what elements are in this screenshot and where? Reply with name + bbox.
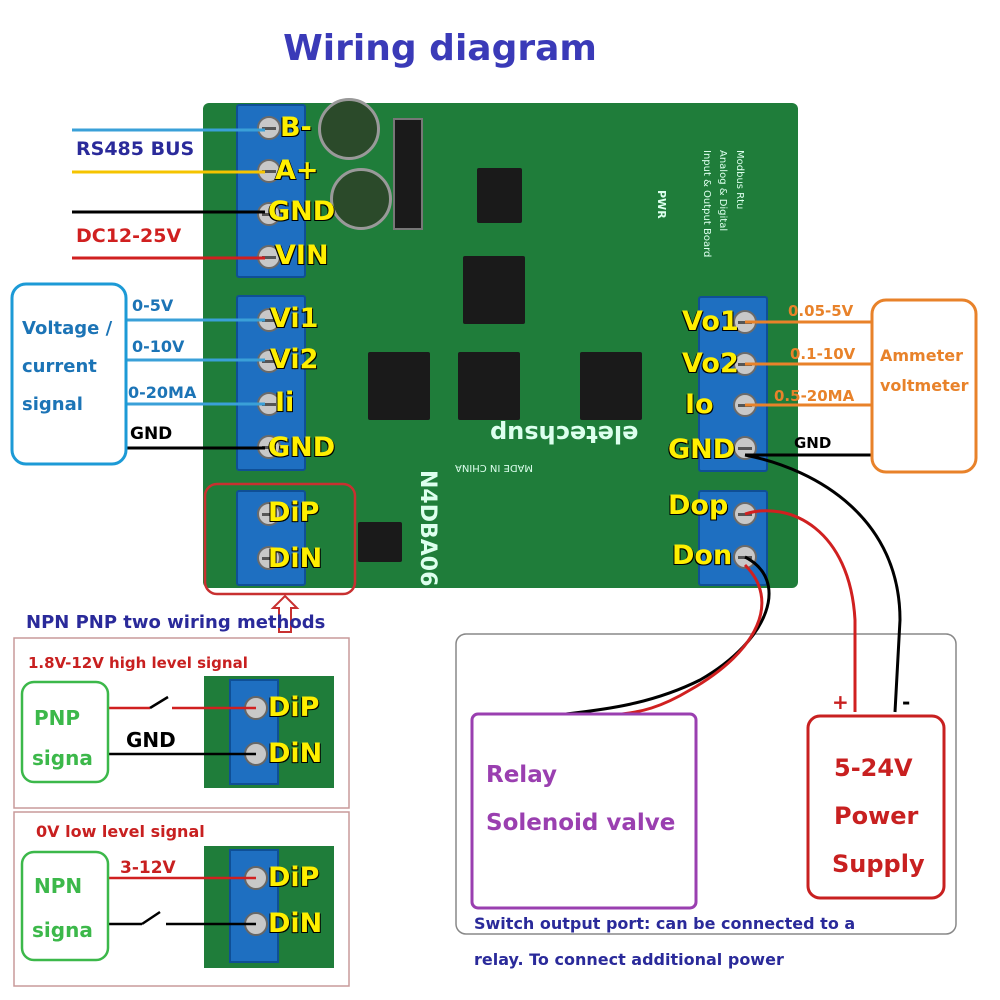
ic-chip-1 [477,168,522,223]
pin-label-gnd-power: GND [268,196,336,227]
pin-label-ii: Ii [275,387,295,418]
pin-label-don: Don [672,540,733,571]
wire-power-black [744,453,902,713]
screw-din [257,546,281,570]
pin-label-vi1: Vi1 [270,303,319,334]
up-arrow [270,594,300,633]
pnp-gnd-label: GND [126,728,176,752]
screw-dip [257,502,281,526]
pin-label-vo1: Vo1 [682,306,739,337]
signal-box [10,282,128,466]
pnp-label-1: PNP [34,706,81,730]
pin-label-dop: Dop [668,490,729,521]
capacitor-2 [330,168,392,230]
pin-label-dip: DiP [268,497,320,528]
high-level-signal-label: 1.8V-12V high level signal [28,654,248,672]
npn-label-1: NPN [34,874,83,898]
output-0-1-10v-label: 0.1-10V [790,345,856,363]
voltage-regulator [393,118,423,230]
meter-box-line-1: Ammeter [880,346,963,365]
pnp-din-label: DiN [268,738,323,769]
wire-relay-black [565,555,771,716]
npn-pnp-heading: NPN PNP two wiring methods [26,612,326,633]
ic-chip-4 [458,352,520,420]
npn-switch [141,910,161,926]
signal-box-line-3: signal [22,394,83,415]
pnp-switch [149,695,169,710]
input-0-5v-label: 0-5V [132,296,174,315]
meter-box [870,298,978,474]
wire-relay-red [621,563,764,716]
screw-b-minus [257,116,281,140]
ic-chip-2 [463,256,525,324]
npn-din-label: DiN [268,908,323,939]
ic-chip-3 [368,352,430,420]
pnp-section-box [13,637,350,809]
screw-gnd-power [257,202,281,226]
output-0-05-5v-label: 0.05-5V [788,302,854,320]
pnp-label-2: signa [32,746,93,770]
gnd-left-label: GND [130,424,173,444]
digital-input-highlight [203,482,357,596]
pin-label-io: Io [685,389,714,420]
relay-box [470,712,698,910]
power-box [806,714,946,900]
npn-dip-label: DiP [268,862,320,893]
output-section-box [455,633,957,935]
ic-chip-6 [358,522,402,562]
diagram-title: Wiring diagram [283,28,597,69]
signal-box-line-2: current [22,356,97,377]
pin-label-b-minus: B- [280,112,312,143]
wire-power-red [744,509,857,712]
output-note-line-2: relay. To connect additional power [474,950,784,969]
meter-box-line-2: voltmeter [880,376,969,395]
npn-3-12v-label: 3-12V [120,858,176,878]
power-label-2: Power [834,802,919,830]
rs485-label: RS485 BUS [76,138,195,160]
npn-label-2: signa [32,918,93,942]
output-0-5-20ma-label: 0.5-20MA [774,387,855,405]
pin-label-vin: VIN [275,240,329,271]
dc-voltage-label: DC12-25V [76,225,182,247]
low-level-signal-label: 0V low level signal [36,822,205,841]
gnd-right-label: GND [794,434,832,452]
pnp-dip-label: DiP [268,692,320,723]
ic-chip-5 [580,352,642,420]
relay-label-1: Relay [486,762,557,788]
relay-label-2: Solenoid valve [486,810,676,836]
npn-section-box [13,811,350,987]
pin-label-vi2: Vi2 [270,344,319,375]
power-label-3: Supply [832,850,925,878]
pin-label-a-plus: A+ [275,155,319,186]
npn-signal-box [20,850,110,962]
signal-box-line-1: Voltage / [22,318,113,339]
input-0-10v-label: 0-10V [132,337,185,356]
pin-label-gnd-analog: GND [268,432,336,463]
power-minus-label: - [902,690,911,714]
terminal-block-digital-out [698,490,768,586]
input-0-20ma-label: 0-20MA [128,383,197,402]
pin-label-gnd-out: GND [668,434,736,465]
pin-label-vo2: Vo2 [682,348,739,379]
pin-label-din: DiN [268,543,323,574]
output-note-line-1: Switch output port: can be connected to … [474,914,856,933]
pnp-signal-box [20,680,110,784]
power-label-1: 5-24V [834,754,913,782]
capacitor-1 [318,98,380,160]
power-plus-label: + [832,690,849,714]
